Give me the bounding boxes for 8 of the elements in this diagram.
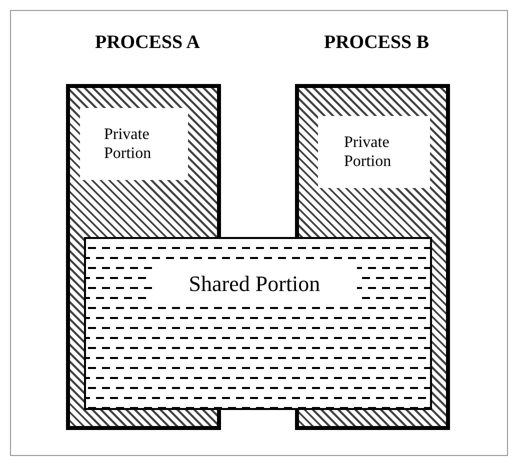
private-portion-area xyxy=(318,116,430,188)
area-label: Shared Portion xyxy=(188,270,320,296)
process-heading: PROCESS A xyxy=(94,32,202,54)
area-label: Private Portion xyxy=(104,124,152,164)
process-heading: PROCESS B xyxy=(322,32,430,54)
private-portion-area xyxy=(80,108,188,180)
area-label: Private Portion xyxy=(344,132,392,172)
shared-portion-area xyxy=(84,237,432,410)
